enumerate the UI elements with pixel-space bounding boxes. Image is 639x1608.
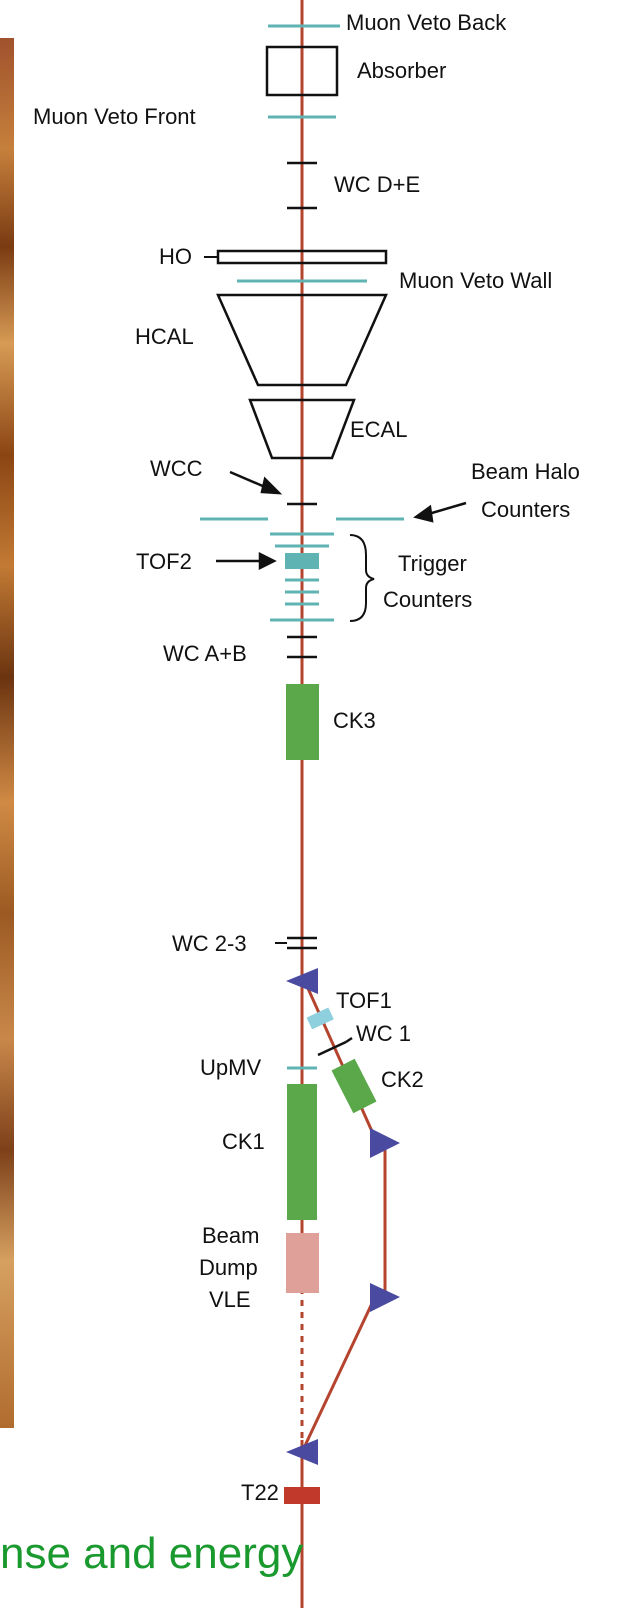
ck2-cherenkov: [331, 1058, 377, 1114]
label-beam-halo-counters: Counters: [481, 497, 570, 522]
label-ck2: CK2: [381, 1067, 424, 1092]
label-wc-1: WC 1: [356, 1021, 411, 1046]
magnet-triangle-top: [286, 968, 318, 994]
background-photo-strip: [0, 38, 14, 1428]
absorber-box: [265, 45, 339, 97]
label-dump: Dump: [199, 1255, 258, 1280]
label-trigger: Trigger: [398, 551, 467, 576]
magnet-triangle-right-upper: [370, 1128, 400, 1158]
label-wcc: WCC: [150, 456, 203, 481]
tof1-counter: [306, 1007, 334, 1030]
label-wc-ab: WC A+B: [163, 641, 247, 666]
hcal-shape: [216, 293, 388, 387]
label-t22: T22: [241, 1480, 279, 1505]
label-hcal: HCAL: [135, 324, 194, 349]
label-upmv: UpMV: [200, 1055, 261, 1080]
wcc-arrow-head: [260, 476, 283, 495]
wc1-pointer-line: [345, 1036, 353, 1044]
tof2-arrow-head: [258, 551, 277, 571]
label-beam-halo: Beam Halo: [471, 459, 580, 484]
label-muon-veto-front: Muon Veto Front: [33, 104, 196, 129]
ecal-shape: [248, 398, 356, 460]
label-tof1: TOF1: [336, 988, 392, 1013]
trigger-brace: [349, 534, 375, 622]
label-trigger-counters: Counters: [383, 587, 472, 612]
label-ck3: CK3: [333, 708, 376, 733]
label-tof2: TOF2: [136, 549, 192, 574]
beam-dump-vle: [286, 1233, 319, 1293]
magnet-triangle-right-lower: [370, 1283, 400, 1312]
label-ho: HO: [159, 244, 192, 269]
bottom-caption: nse and energy: [0, 1529, 304, 1578]
label-beam: Beam: [202, 1223, 259, 1248]
label-muon-veto-wall: Muon Veto Wall: [399, 268, 552, 293]
label-ck1: CK1: [222, 1129, 265, 1154]
label-wc-de: WC D+E: [334, 172, 420, 197]
label-ecal: ECAL: [350, 417, 407, 442]
label-absorber: Absorber: [357, 58, 446, 83]
label-muon-veto-back: Muon Veto Back: [346, 10, 507, 35]
deflected-beam-line: [300, 974, 387, 1453]
label-vle: VLE: [209, 1287, 251, 1312]
beam-halo-arrow-head: [413, 504, 434, 523]
magnet-triangle-bottom: [286, 1439, 318, 1465]
t22-target: [284, 1487, 320, 1504]
label-wc-23: WC 2-3: [172, 931, 247, 956]
tof2-counter: [285, 553, 319, 569]
ck3-cherenkov: [286, 684, 319, 760]
ck1-cherenkov: [287, 1084, 317, 1220]
wc-1-chamber: [317, 1040, 347, 1057]
